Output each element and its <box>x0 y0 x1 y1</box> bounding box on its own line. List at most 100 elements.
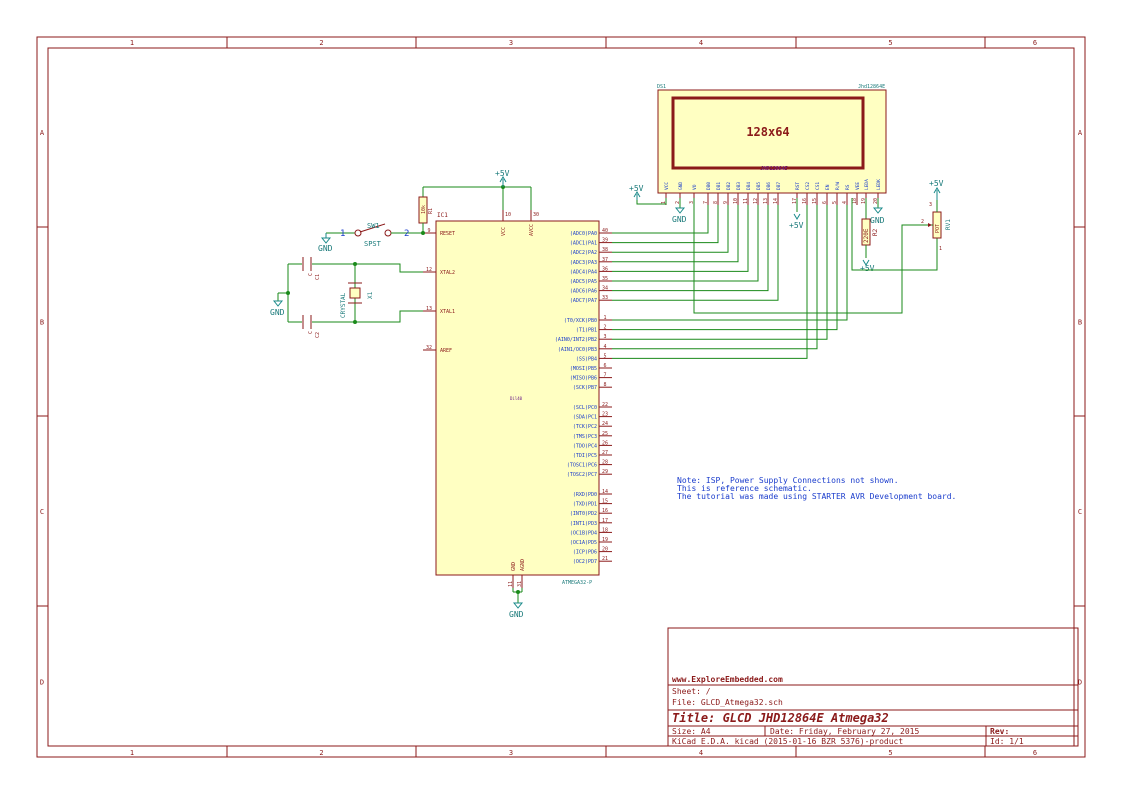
mcu-pin-name: (AIN1/OC0)PB3 <box>558 347 597 353</box>
mcu-pin-number: 17 <box>602 518 608 524</box>
x1-value: CRYSTAL <box>340 292 347 318</box>
r1-value: 10k <box>421 205 427 214</box>
mcu-pin-name: (ADC5)PA5 <box>570 279 597 285</box>
gnd-sw-label: GND <box>318 244 333 253</box>
mcu-pin-name: (TMS)PC3 <box>573 434 597 440</box>
mcu-pin-name: (ADC0)PA0 <box>570 231 597 237</box>
control-wire <box>612 205 808 359</box>
mcu-pin-number: 25 <box>602 431 608 437</box>
mcu-pin-number: 35 <box>602 276 608 282</box>
note-line2: This is reference schematic. <box>677 484 812 493</box>
mcu-pin-number: 28 <box>602 460 608 466</box>
lcd-pin-number: 8 <box>713 201 719 204</box>
mcu-pin-name: (ADC1)PA1 <box>570 241 597 247</box>
r2-ref: R2 <box>872 228 879 236</box>
mcu-pin-name: (TOSC2)PC7 <box>567 472 597 478</box>
gnd-lcd-label: GND <box>672 215 687 224</box>
bus-wire <box>612 205 709 234</box>
c2-value: C <box>308 331 314 334</box>
tb-company: www.ExploreEmbedded.com <box>672 675 783 684</box>
mcu-pin-name: (OC2)PD7 <box>573 559 597 565</box>
lcd-pin-name: LEDA <box>864 179 870 190</box>
mcu-pin-number: 9 <box>427 228 430 234</box>
lcd-pin-name: CS1 <box>815 182 821 190</box>
control-wire <box>612 205 838 331</box>
title-block: www.ExploreEmbedded.com Sheet: / File: G… <box>667 627 1079 747</box>
bus-wire <box>612 205 769 292</box>
frame-row-label-left: C <box>40 508 44 516</box>
tb-file: File: GLCD_Atmega32.sch <box>672 698 783 707</box>
lcd-ref: DS1 <box>657 84 666 90</box>
plus5v-mcu-label: +5V <box>495 169 510 178</box>
mcu-pin-name: AREF <box>440 348 452 354</box>
frame-row-label-left: D <box>40 679 44 687</box>
mcu-pin-number: 26 <box>602 440 608 446</box>
mcu-pin-name: (INT1)PD3 <box>570 521 597 527</box>
lcd-pin-number: 19 <box>861 198 867 204</box>
mcu-pin-number: 24 <box>602 421 608 427</box>
mcu-pin-name: (SDA)PC1 <box>573 415 597 421</box>
frame-row-label-right: D <box>1078 679 1082 687</box>
frame-col-label-bottom: 2 <box>319 749 323 757</box>
mcu-pin-name: (TDI)PC5 <box>573 453 597 459</box>
tb-tool: KiCad E.D.A. kicad (2015-01-16 BZR 5376)… <box>672 737 903 746</box>
lcd-pin-number: 20 <box>873 198 879 204</box>
lcd-pin-number: 7 <box>703 201 709 204</box>
pot-pin2: 2 <box>921 219 924 225</box>
c2-ref: C2 <box>315 332 321 338</box>
mcu-pin-name: (TXD)PD1 <box>573 502 597 508</box>
frame-col-label-bottom: 1 <box>130 749 134 757</box>
reset-switch-sw1[interactable]: SW1 SPST 1 2 GND <box>318 222 423 253</box>
lcd-pin-name: CS2 <box>805 182 811 190</box>
frame-col-label-top: 3 <box>509 39 513 47</box>
control-wires <box>612 205 848 359</box>
mcu-pin-name: (SCL)PC0 <box>573 405 597 411</box>
mcu-pin-number: 5 <box>603 353 606 359</box>
bus-wire <box>612 205 779 301</box>
crystal-circuit[interactable]: C C1 C C2 GND CRYSTAL X1 <box>270 257 423 338</box>
mcu-pin-name: (TCK)PC2 <box>573 424 597 430</box>
plus5v-pot-label: +5V <box>929 179 944 188</box>
mcu-ref: IC1 <box>437 212 448 219</box>
frame-col-label-bottom: 3 <box>509 749 513 757</box>
control-wire <box>612 205 818 350</box>
tb-rev: Rev: <box>990 727 1009 736</box>
lcd-pin-number: 1 <box>661 201 667 204</box>
mcu-pin-number: 37 <box>602 257 608 263</box>
lcd-pin-name: DB2 <box>726 182 732 190</box>
pot-pin1: 1 <box>939 246 942 252</box>
mcu-pin-name: (SS)PB4 <box>576 356 597 362</box>
frame-row-label-right: B <box>1078 319 1082 327</box>
mcu-pin-number: 22 <box>602 402 608 408</box>
lcd-pin-number: 6 <box>822 201 828 204</box>
bus-wire <box>612 205 739 263</box>
lcd-pin-name: VO <box>692 184 698 190</box>
mcu-pin-name: (ICP)PD6 <box>573 550 597 556</box>
mcu-pin-number: 19 <box>602 537 608 543</box>
lcd-power-wiring: +5V GND +5V 220E R2 +5V GND +5V POT RV1 … <box>629 179 952 314</box>
c1-ref: C1 <box>315 274 321 280</box>
mcu-pin-number: 32 <box>426 345 432 351</box>
tb-id: Id: 1/1 <box>990 737 1024 746</box>
r2-value: 220E <box>863 228 870 243</box>
gnd-mcu-label: GND <box>509 610 524 619</box>
sw1-ref: SW1 <box>367 222 380 230</box>
lcd-pin-number: 3 <box>689 201 695 204</box>
lcd-jhd12864e[interactable]: 128x64 JHD12864E DS1 Jhd12864E 1VCC2GND3… <box>657 84 887 205</box>
frame-row-label-right: A <box>1078 129 1083 137</box>
frame-col-label-top: 4 <box>699 39 703 47</box>
mcu-pin-number: 18 <box>602 527 608 533</box>
lcd-pin-name: DB5 <box>756 182 762 190</box>
x1-ref: X1 <box>367 291 374 299</box>
plus5v-lcd-vcc-label: +5V <box>629 184 644 193</box>
sw1-value: SPST <box>364 240 382 248</box>
lcd-pin-name: VEE <box>855 182 861 190</box>
mcu-pin-name: (INT0)PD2 <box>570 511 597 517</box>
mcu-pin-name: XTAL2 <box>440 270 455 276</box>
frame-col-label-top: 1 <box>130 39 134 47</box>
mcu-pin-name: (TDO)PC4 <box>573 443 597 449</box>
lcd-pin-number: 4 <box>842 201 848 204</box>
mcu-pin-name: (ADC2)PA2 <box>570 250 597 256</box>
